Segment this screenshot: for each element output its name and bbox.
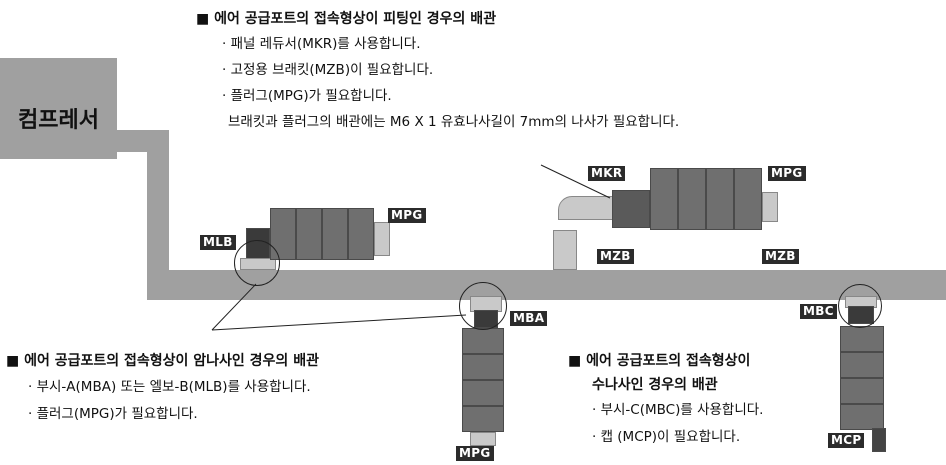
right-note-line-1: · 부시-C(MBC)를 사용합니다. bbox=[592, 402, 764, 418]
tag-mpg-right: MPG bbox=[768, 166, 806, 181]
valve-block bbox=[840, 404, 884, 430]
right-note-heading-1: ■ 에어 공급포트의 접속형상이 bbox=[568, 353, 751, 369]
callout-circle-right bbox=[838, 284, 882, 328]
compressor-box bbox=[0, 58, 117, 159]
left-note-heading: ■ 에어 공급포트의 접속형상이 암나사인 경우의 배관 bbox=[6, 353, 319, 369]
callout-circle-middle bbox=[459, 282, 507, 330]
cap-part bbox=[872, 428, 886, 452]
top-note-extra: 브래킷과 플러그의 배관에는 M6 X 1 유효나사길이 7mm의 나사가 필요… bbox=[228, 114, 680, 130]
valve-block bbox=[462, 406, 504, 432]
end-plug bbox=[470, 432, 496, 446]
tag-mlb: MLB bbox=[200, 235, 236, 250]
valve-block bbox=[734, 168, 762, 230]
valve-block bbox=[322, 208, 348, 260]
tag-mkr: MKR bbox=[588, 166, 626, 181]
top-note-line-3: · 플러그(MPG)가 필요합니다. bbox=[222, 88, 392, 104]
end-plug bbox=[762, 192, 778, 222]
pipe-vertical bbox=[147, 130, 169, 300]
valve-block bbox=[348, 208, 374, 260]
valve-block bbox=[840, 352, 884, 378]
valve-block bbox=[678, 168, 706, 230]
top-note-line-1: · 패널 레듀서(MKR)를 사용합니다. bbox=[222, 36, 421, 52]
valve-block bbox=[840, 326, 884, 352]
tag-mbc: MBC bbox=[800, 304, 837, 319]
top-note-heading: ■ 에어 공급포트의 접속형상이 피팅인 경우의 배관 bbox=[196, 11, 497, 27]
valve-block bbox=[840, 378, 884, 404]
valve-block bbox=[462, 354, 504, 380]
valve-block bbox=[462, 380, 504, 406]
left-note-line-1: · 부시-A(MBA) 또는 엘보-B(MLB)를 사용합니다. bbox=[28, 379, 311, 395]
tag-mpg-bottom: MPG bbox=[456, 446, 494, 461]
pipe-short-horizontal bbox=[117, 130, 169, 152]
tag-mpg-left: MPG bbox=[388, 208, 426, 223]
callout-circle-left bbox=[234, 240, 280, 286]
riser-fitting bbox=[553, 230, 577, 270]
panel-reducer bbox=[612, 190, 650, 228]
end-plug bbox=[374, 222, 390, 256]
right-note-line-2: · 캡 (MCP)이 필요합니다. bbox=[592, 429, 741, 445]
tag-mzb-left: MZB bbox=[597, 249, 634, 264]
valve-block bbox=[296, 208, 322, 260]
tag-mzb-right: MZB bbox=[762, 249, 799, 264]
tag-mcp: MCP bbox=[828, 433, 865, 448]
top-note-line-2: · 고정용 브래킷(MZB)이 필요합니다. bbox=[222, 62, 434, 78]
left-note-line-2: · 플러그(MPG)가 필요합니다. bbox=[28, 406, 198, 422]
compressor-label: 컴프레서 bbox=[18, 108, 99, 133]
valve-block bbox=[650, 168, 678, 230]
right-note-heading-2: 수나사인 경우의 배관 bbox=[592, 377, 718, 393]
valve-block bbox=[706, 168, 734, 230]
pipe-main bbox=[147, 270, 946, 300]
tag-mba: MBA bbox=[510, 311, 548, 326]
